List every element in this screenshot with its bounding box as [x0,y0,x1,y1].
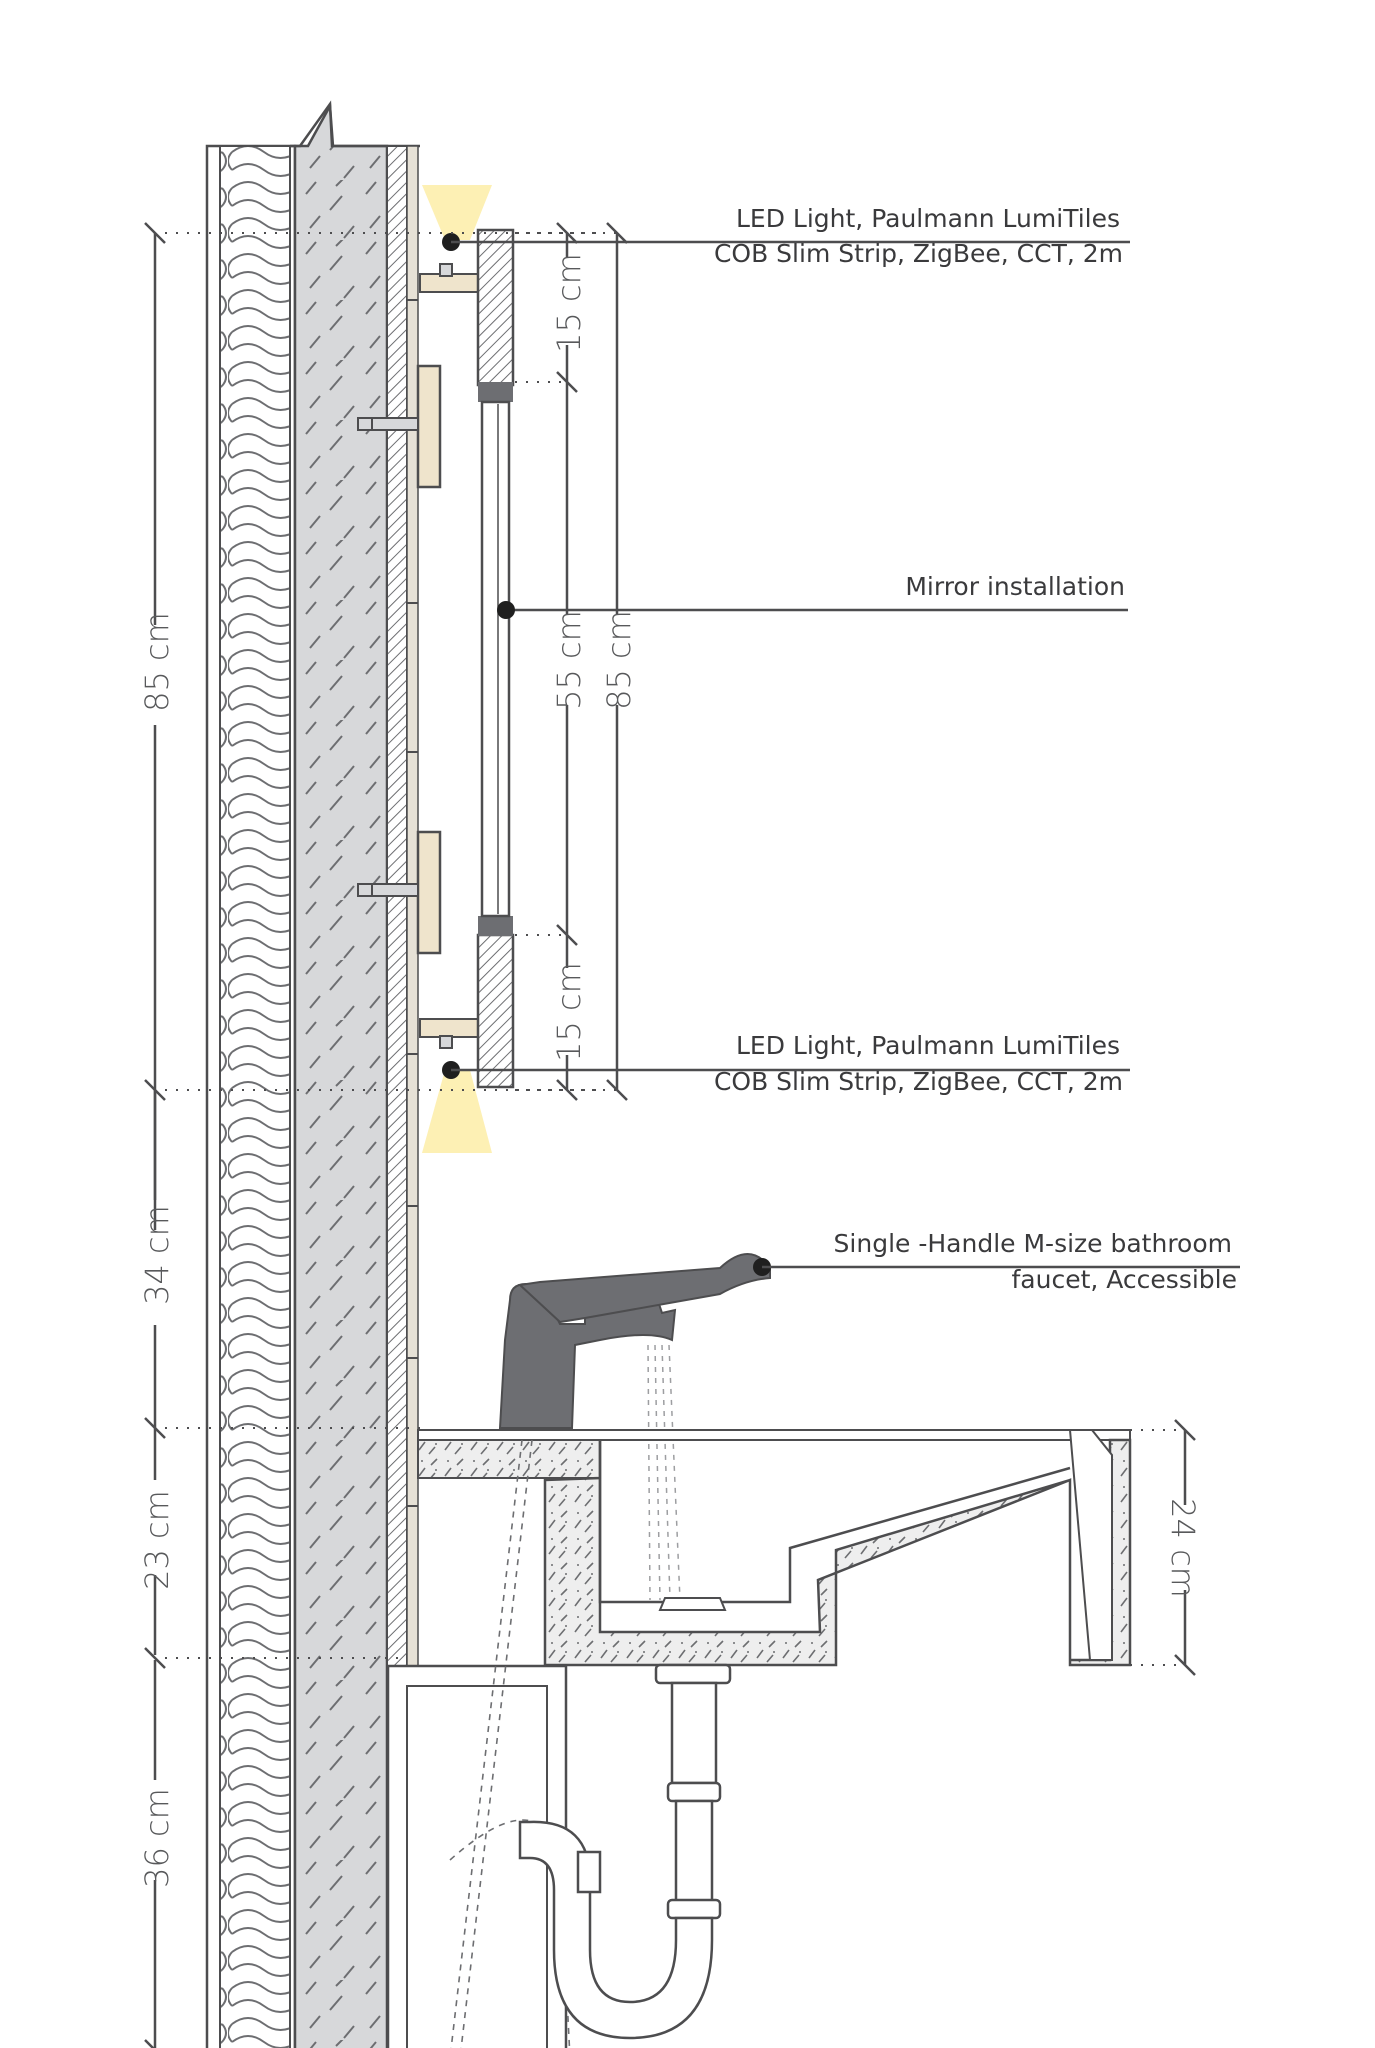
callout-faucet-line2: faucet, Accessible [1011,1265,1237,1294]
callout-mirror-label: Mirror installation [905,572,1125,601]
trap-tailpiece [670,1681,718,1785]
trap-bend [518,1820,714,2040]
callout-mirror: Mirror installation [497,572,1128,619]
screw-upper [357,417,419,431]
mounting-cleat-upper [416,364,442,489]
trap-arm-nut [576,1850,602,1894]
sink-assembly [417,1429,1132,1667]
mirror-dimension-chain: 15 cm 55 cm 85 cm 15 cm [515,222,638,1101]
tile-layer [406,145,419,1667]
sink-dimension: 24 cm [1130,1419,1202,1676]
mirror-marker [497,601,515,619]
callout-led-top: LED Light, Paulmann LumiTiles COB Slim S… [451,204,1130,268]
wall-break-line [290,100,420,148]
trap-nut [666,1781,722,1803]
water-stream [647,1344,681,1601]
countertop-top [417,1429,1131,1441]
callout-led-bottom-line1: LED Light, Paulmann LumiTiles [736,1031,1120,1060]
mirror-assembly [357,185,515,1153]
faucet-handle [517,1253,771,1324]
light-beam-top [422,185,492,240]
dim-mirror-85: 85 cm [600,610,638,710]
mounting-cleat-lower [416,830,442,955]
sink-basin-shell [543,1438,1132,1667]
p-trap [518,1663,732,2040]
sink-upper-slab [417,1439,601,1479]
trap-slip-nut [666,1898,722,1920]
dim-left-23: 23 cm [138,1490,176,1590]
dim-left-36: 36 cm [138,1788,176,1888]
dim-left-85: 85 cm [138,612,176,712]
callout-faucet-line1: Single -Handle M-size bathroom [834,1229,1232,1258]
mirror-frame-bottom [476,933,515,1089]
screw-lower [357,883,419,897]
dim-mirror-55: 55 cm [550,610,588,710]
mirror-frame-top [476,228,515,387]
callout-led-top-line1: LED Light, Paulmann LumiTiles [736,204,1120,233]
wall-assembly [205,100,420,2048]
mirror-glass [480,400,511,918]
left-dimension-chain: 85 cm 34 cm 23 cm 36 cm [138,222,600,2048]
concrete-wall [293,101,389,2048]
dim-sink-24: 24 cm [1164,1498,1202,1598]
mirror-top-spacer [478,382,513,402]
led-bracket-bottom [419,1018,479,1049]
faucet [498,1253,771,1601]
tile-joints [407,299,418,1507]
dim-mirror-bottom-15: 15 cm [550,962,588,1062]
sink-basin-inner [598,1440,1071,1604]
plaster-layer [386,145,408,1667]
led-bracket-top [419,263,479,293]
sink-rim-right [1068,1429,1113,1661]
cabinet-inner [406,1685,548,2048]
mirror-bottom-spacer [478,916,513,936]
callout-faucet: Single -Handle M-size bathroom faucet, A… [762,1229,1240,1294]
trap-vertical [674,1799,714,1903]
sink-drain [658,1597,727,1611]
callout-led-bottom-line2: COB Slim Strip, ZigBee, CCT, 2m [714,1067,1123,1096]
callout-led-top-line2: COB Slim Strip, ZigBee, CCT, 2m [714,239,1123,268]
dim-left-34: 34 cm [138,1205,176,1305]
callout-led-bottom: LED Light, Paulmann LumiTiles COB Slim S… [451,1031,1130,1096]
trap-tailpiece-collar [654,1663,732,1685]
dim-mirror-top-15: 15 cm [550,253,588,353]
insulation-layer [219,145,291,2048]
